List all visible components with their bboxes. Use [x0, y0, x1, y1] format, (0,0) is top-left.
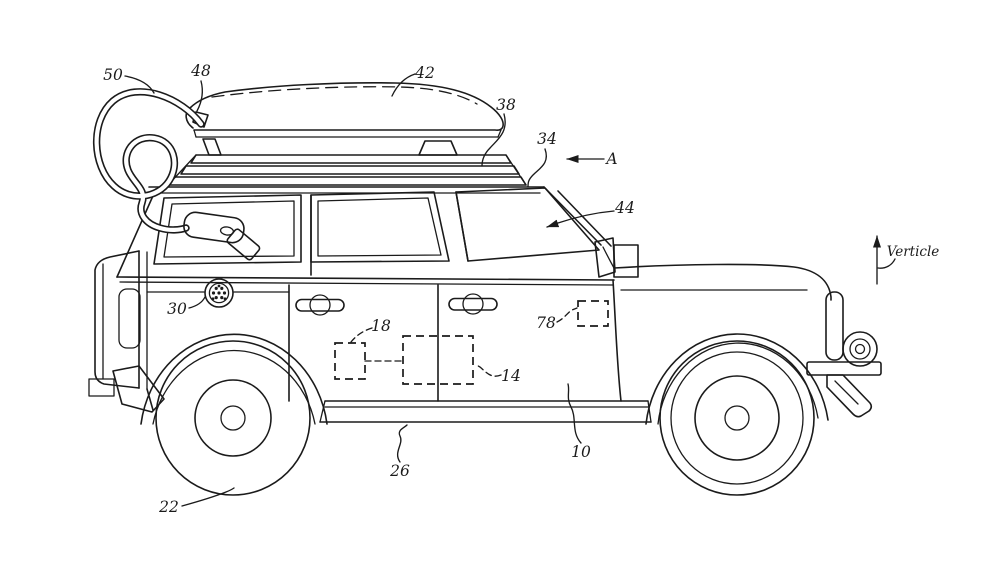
door-handle-front — [448, 293, 498, 315]
rear-wheel — [155, 340, 311, 496]
rear-pillar — [116, 188, 157, 278]
rack-pedestal-front — [418, 140, 458, 156]
rear-tire — [155, 340, 311, 496]
front-door-window — [455, 187, 600, 262]
label-34: 34 — [537, 130, 557, 148]
fog-lamp — [842, 331, 878, 367]
leader-78 — [556, 307, 578, 323]
cargo-box — [185, 82, 504, 138]
front-rim — [694, 375, 780, 461]
door-handle-rear — [295, 294, 345, 316]
front-bumper — [806, 361, 882, 418]
hood-line — [613, 263, 832, 301]
leader-38 — [481, 113, 506, 167]
label-78: 78 — [536, 314, 556, 332]
cargo-box-top-seam — [211, 86, 478, 105]
rear-rim — [194, 379, 272, 457]
rear-door-window — [310, 191, 450, 263]
reference-labels: 50 48 42 38 34 A 44 30 18 14 78 10 26 22… — [103, 62, 939, 516]
vehicle-body — [88, 186, 882, 425]
leader-30 — [188, 296, 206, 309]
label-10: 10 — [571, 443, 591, 461]
quarter-window — [153, 194, 302, 265]
label-verticle: Verticle — [887, 244, 940, 260]
label-30: 30 — [167, 300, 187, 318]
rear-bumper-step — [88, 378, 115, 397]
label-42: 42 — [414, 64, 435, 82]
front-wheel — [659, 340, 815, 496]
charging-plug — [183, 211, 261, 261]
dashed-module-78 — [577, 300, 609, 327]
taillight — [118, 288, 141, 349]
leader-14 — [474, 363, 502, 377]
rear-lower-edge — [146, 388, 154, 411]
charging-cable — [92, 88, 205, 234]
label-26: 26 — [389, 462, 410, 480]
label-a: A — [604, 150, 617, 168]
shoulder-line — [116, 276, 615, 281]
dashed-module-14 — [402, 335, 474, 385]
label-44: 44 — [614, 199, 635, 217]
label-38: 38 — [496, 96, 516, 114]
a-pillar-inner — [557, 190, 612, 247]
rear-wheel-arch-inner — [152, 349, 316, 425]
plug-hole — [219, 226, 235, 236]
leader-42 — [391, 73, 416, 97]
roof-rack — [167, 138, 527, 186]
front-hub — [724, 405, 750, 431]
label-14: 14 — [501, 367, 521, 385]
plug-handle — [183, 211, 245, 244]
leader-44-arrow — [546, 210, 615, 228]
dashed-module-18 — [334, 342, 366, 380]
front-wheel-arch-outer — [645, 333, 829, 425]
front-door-front-seam — [612, 279, 622, 402]
leader-50 — [124, 75, 155, 94]
leader-10 — [567, 383, 582, 444]
side-mirror — [594, 237, 639, 278]
rear-wheel-arch-outer — [140, 333, 328, 425]
rear-hub — [220, 405, 246, 431]
charge-port — [204, 278, 234, 308]
leader-18 — [350, 327, 373, 343]
label-18: 18 — [371, 317, 391, 335]
vertical-label-leader — [877, 258, 896, 269]
leader-34 — [527, 148, 547, 188]
label-48: 48 — [190, 62, 211, 80]
label-22: 22 — [158, 498, 179, 516]
label-50: 50 — [103, 66, 123, 84]
leader-22 — [181, 487, 235, 507]
leader-26 — [396, 424, 408, 463]
rocker-panel — [319, 400, 652, 423]
rear-panel — [94, 250, 148, 390]
leader-lines — [124, 73, 896, 507]
leader-48 — [196, 80, 203, 112]
rack-pedestal-rear — [202, 138, 222, 156]
front-tire — [659, 340, 815, 496]
headlight — [825, 291, 844, 361]
shoulder-line-2 — [119, 281, 614, 286]
